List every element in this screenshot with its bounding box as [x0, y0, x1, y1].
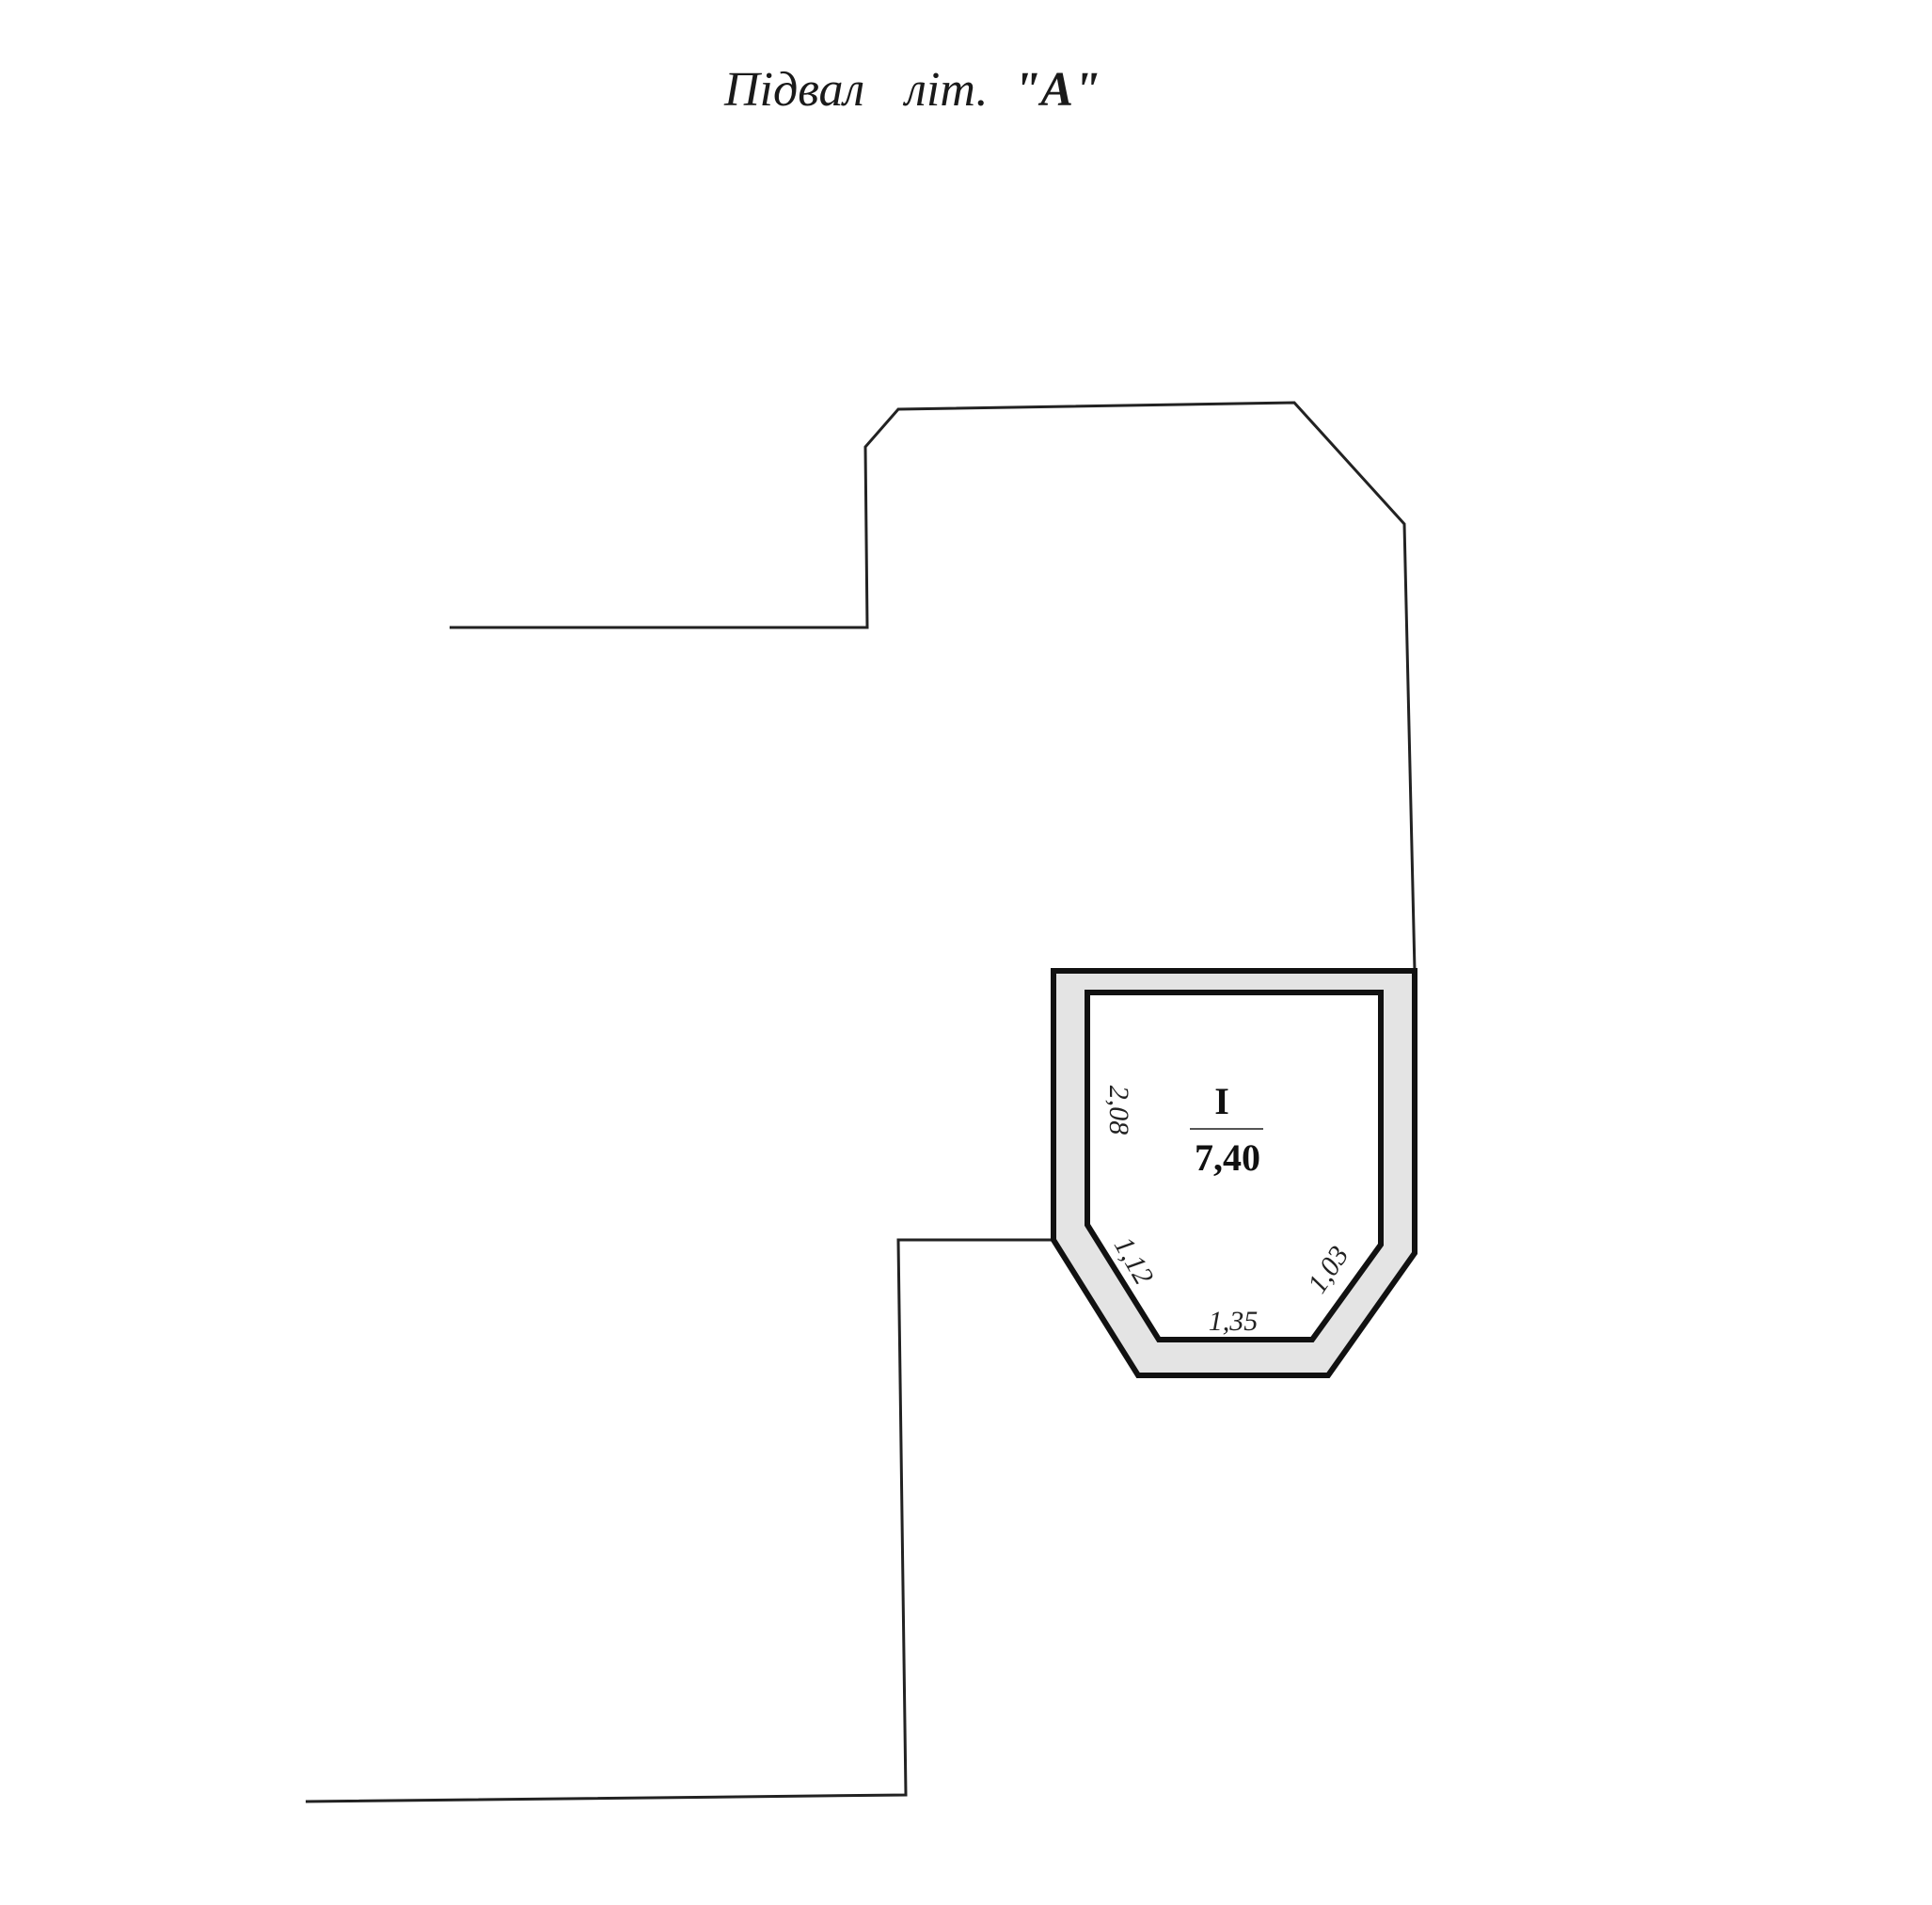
dimension-left-wall: 2,08	[1103, 1086, 1134, 1135]
building-outline-upper	[450, 401, 1417, 972]
building-outline-lower	[305, 1238, 1053, 1803]
dimension-bottom-wall: 1,35	[1209, 1306, 1259, 1337]
room-interior	[1085, 990, 1384, 1342]
room-number: I	[1214, 1080, 1229, 1122]
room-area: 7,40	[1195, 1136, 1260, 1179]
title-prefix: Підвал	[723, 63, 864, 117]
title-word: літ.	[902, 63, 988, 117]
plan-title: Підвал літ. "А"	[723, 63, 1101, 117]
title-letter: "А"	[1014, 63, 1101, 117]
